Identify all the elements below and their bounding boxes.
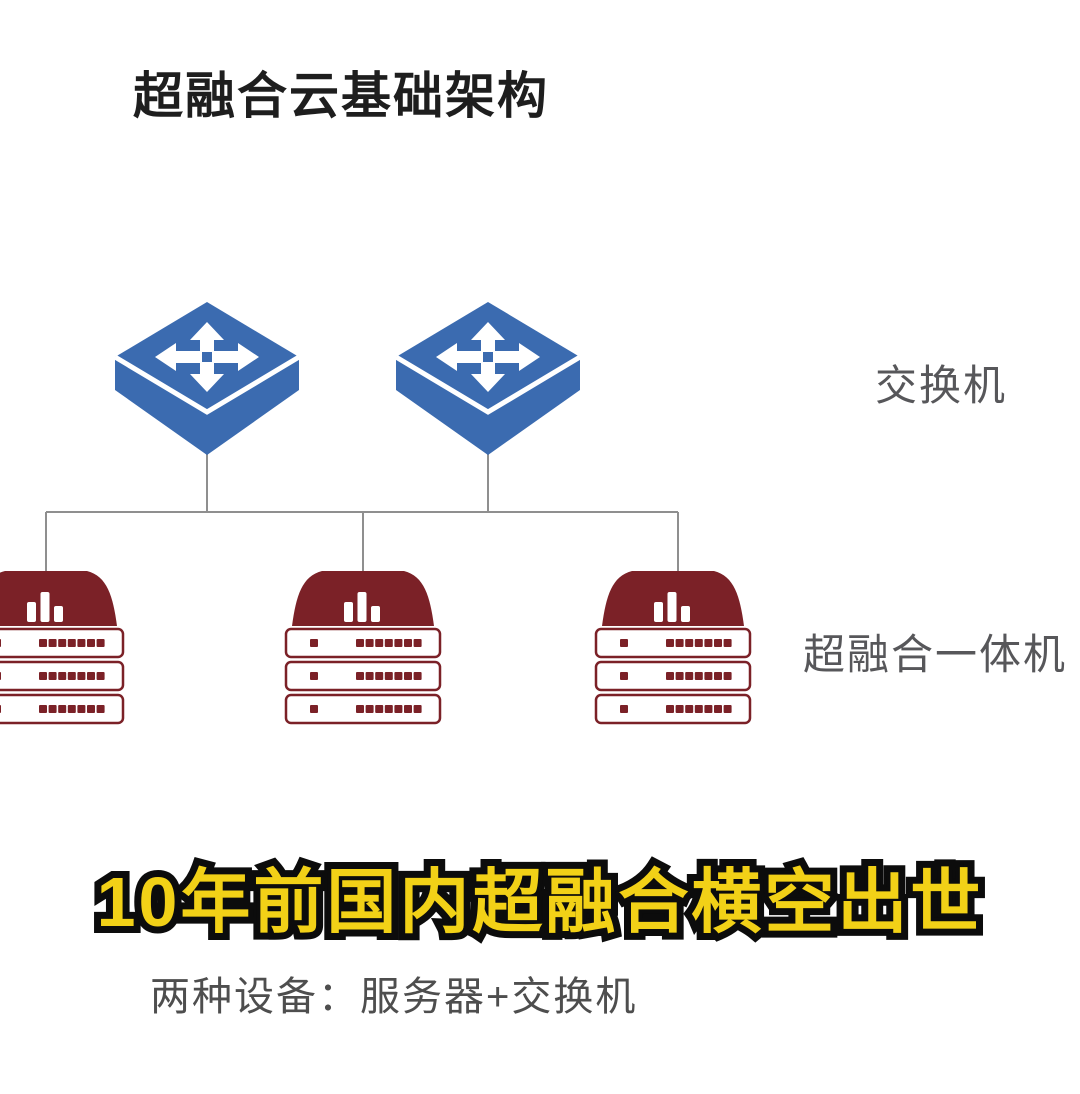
caption-subline: 两种设备：服务器+交换机 (150, 975, 638, 1019)
server-stack-icon (286, 571, 440, 723)
network-switch-icon (396, 302, 580, 455)
page-title: 超融合云基础架构 (133, 68, 549, 124)
switch-label: 交换机 (875, 362, 1008, 409)
server-label: 超融合一体机 (803, 631, 1068, 678)
server-stack-icon (0, 571, 123, 723)
network-switch-icon (115, 302, 299, 455)
caption-headline: 10年前国内超融合横空出世 (90, 856, 988, 948)
connector-lines (45, 450, 679, 572)
server-stack-icon (596, 571, 750, 723)
